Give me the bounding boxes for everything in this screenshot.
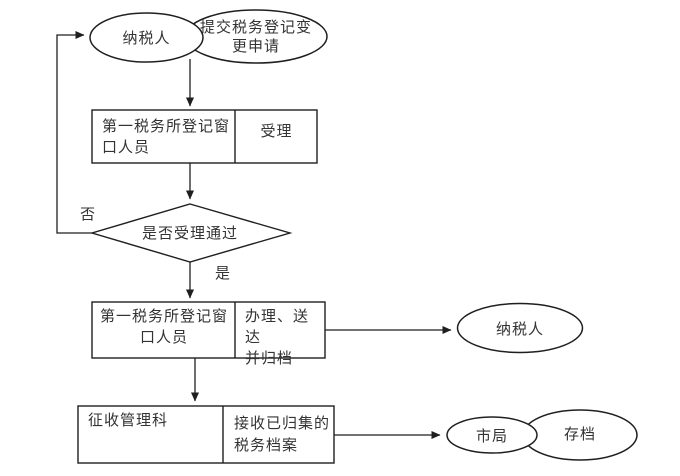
ellipse-city-bureau	[446, 416, 538, 454]
label-decision-question: 是否受理通过	[141, 226, 238, 242]
label-accept-task: 受理	[260, 124, 293, 140]
label-taxpayer-result: 纳税人	[495, 322, 544, 338]
label-process-role: 第一税务所登记窗 口人员	[99, 309, 228, 346]
ellipse-taxpayer-start	[89, 12, 204, 63]
label-city-bureau: 市局	[475, 429, 508, 445]
ellipse-taxpayer-result	[456, 302, 584, 354]
label-taxpayer-start: 纳税人	[122, 31, 171, 47]
label-decision-yes: 是	[215, 266, 232, 282]
rect-process-step	[91, 301, 326, 359]
label-archive: 存档	[563, 427, 596, 443]
arrow-no-loop	[56, 31, 92, 234]
label-archive-role: 征收管理科	[88, 413, 169, 429]
label-decision-no: 否	[80, 207, 97, 223]
label-process-task: 办理、送达 并归档	[245, 309, 310, 367]
label-archive-task: 接收已归集的 税务档案	[234, 416, 331, 454]
rect-archive-step	[77, 405, 335, 464]
label-submit-application: 提交税务登记变 更申请	[199, 20, 312, 55]
rect-accept-step	[91, 109, 318, 164]
label-accept-role: 第一税务所登记窗 口人员	[102, 119, 231, 156]
